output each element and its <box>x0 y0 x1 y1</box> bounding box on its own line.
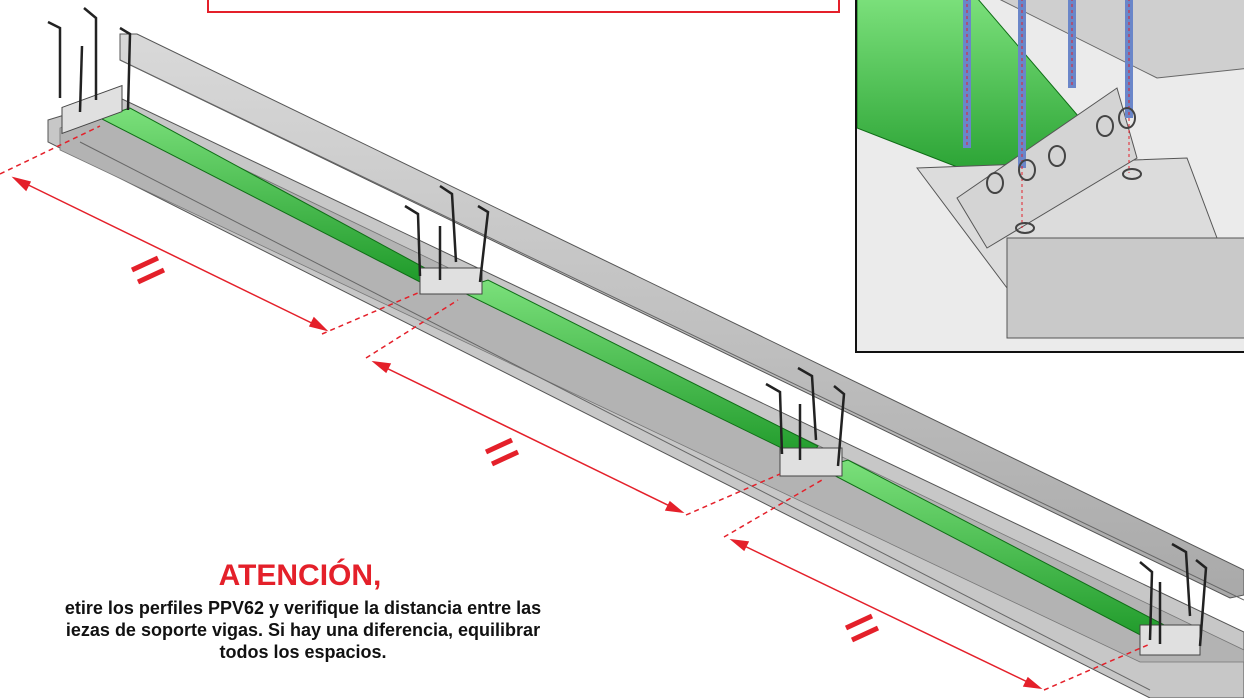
detail-inset <box>855 0 1244 353</box>
warning-box-frame <box>207 0 840 13</box>
attention-title: ATENCIÓN, <box>218 559 382 592</box>
detail-inset-drawing <box>857 0 1244 351</box>
attention-message: etire los perfiles PPV62 y verifique la … <box>64 598 542 662</box>
support-bracket-icon <box>61 84 1201 656</box>
dimension-arrow-icon <box>0 125 1151 691</box>
allen-key-icon <box>47 7 1208 647</box>
equal-distance-icon <box>130 255 880 643</box>
